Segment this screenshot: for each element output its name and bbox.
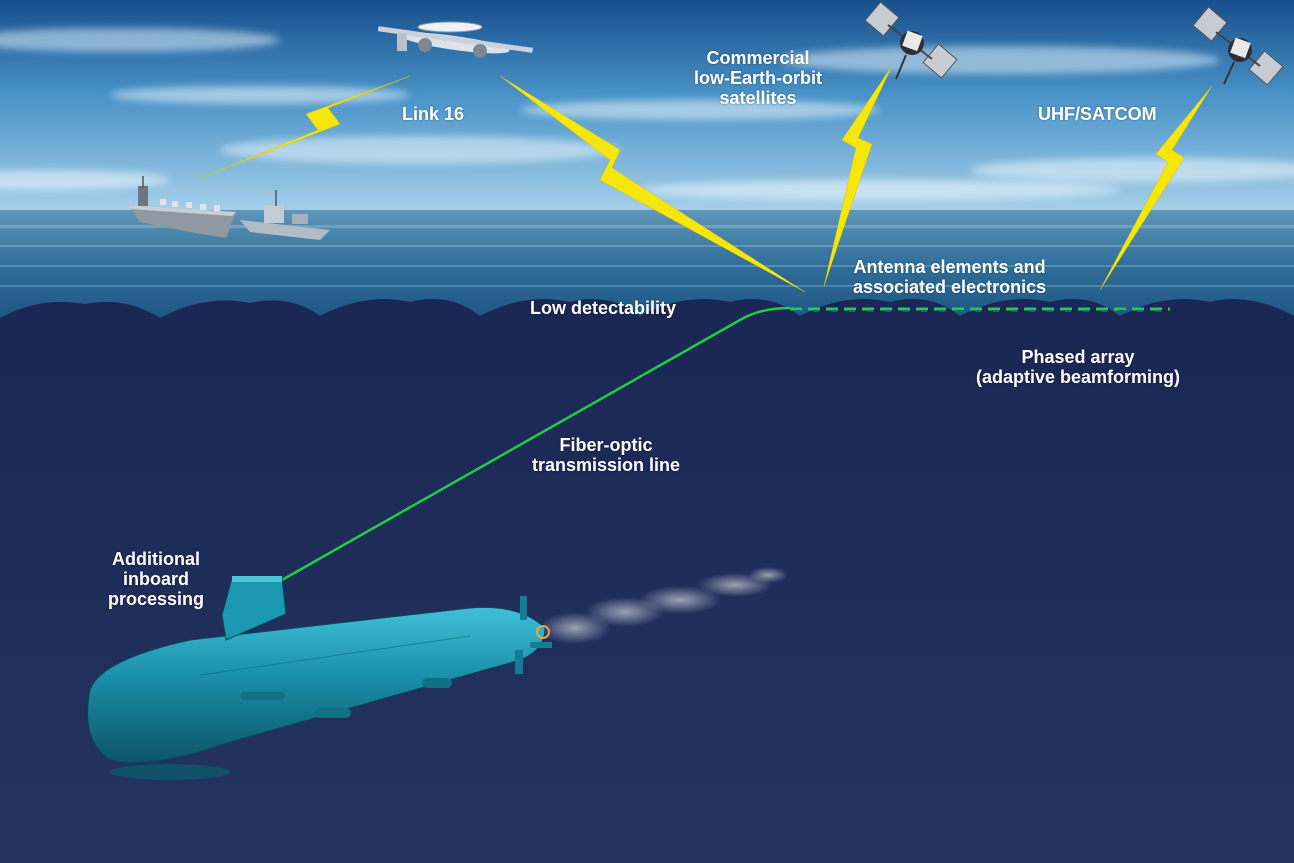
fiber-optic-line-1: Fiber-optic: [559, 435, 653, 455]
satellite-icon: [1192, 6, 1284, 86]
inboard-processing-label: Additional inboard processing: [108, 549, 204, 609]
inboard-processing-line-3: processing: [108, 589, 205, 609]
link16-bolt-carrier: [199, 75, 411, 179]
commercial-leo-satellites-label: Commercial low-Earth-orbit satellites: [694, 48, 822, 108]
commercial-leo-line-2: low-Earth-orbit: [694, 68, 822, 88]
aircraft-icon: [377, 21, 534, 58]
antenna-elements-line-1: Antenna elements and: [853, 257, 1046, 277]
propeller-wake: [539, 567, 788, 644]
leo-satellite-bolt: [823, 65, 893, 287]
link16-bolt-array: [499, 75, 806, 293]
uhf-satcom-label: UHF/SATCOM: [1038, 104, 1157, 124]
uhf-satcom-bolt: [1099, 85, 1213, 291]
inboard-processing-line-2: inboard: [123, 569, 190, 589]
inboard-processing-line-1: Additional: [112, 549, 201, 569]
destroyer-icon: [240, 190, 330, 240]
phased-array-line-2: (adaptive beamforming): [976, 367, 1181, 387]
low-detectability-label: Low detectability: [530, 298, 677, 318]
sea-ripples: [0, 225, 1294, 287]
satellite-icon: [864, 1, 958, 80]
clouds: [0, 28, 1294, 200]
antenna-elements-line-2: associated electronics: [853, 277, 1047, 297]
lightning-links: [199, 65, 1213, 293]
underwater-cutaway: [0, 299, 1294, 863]
antenna-elements-label: Antenna elements and associated electron…: [853, 257, 1046, 297]
commercial-leo-line-3: satellites: [719, 88, 797, 108]
phased-array-label: Phased array (adaptive beamforming): [976, 347, 1180, 387]
submarine-icon: [87, 576, 552, 780]
fiber-optic-line: [281, 306, 791, 582]
fiber-optic-line-2: transmission line: [532, 455, 681, 475]
phased-array-line-1: Phased array: [1021, 347, 1135, 367]
link16-label: Link 16: [402, 104, 465, 124]
aircraft-carrier-icon: [128, 176, 236, 238]
commercial-leo-line-1: Commercial: [706, 48, 810, 68]
fiber-optic-label: Fiber-optic transmission line: [532, 435, 680, 475]
